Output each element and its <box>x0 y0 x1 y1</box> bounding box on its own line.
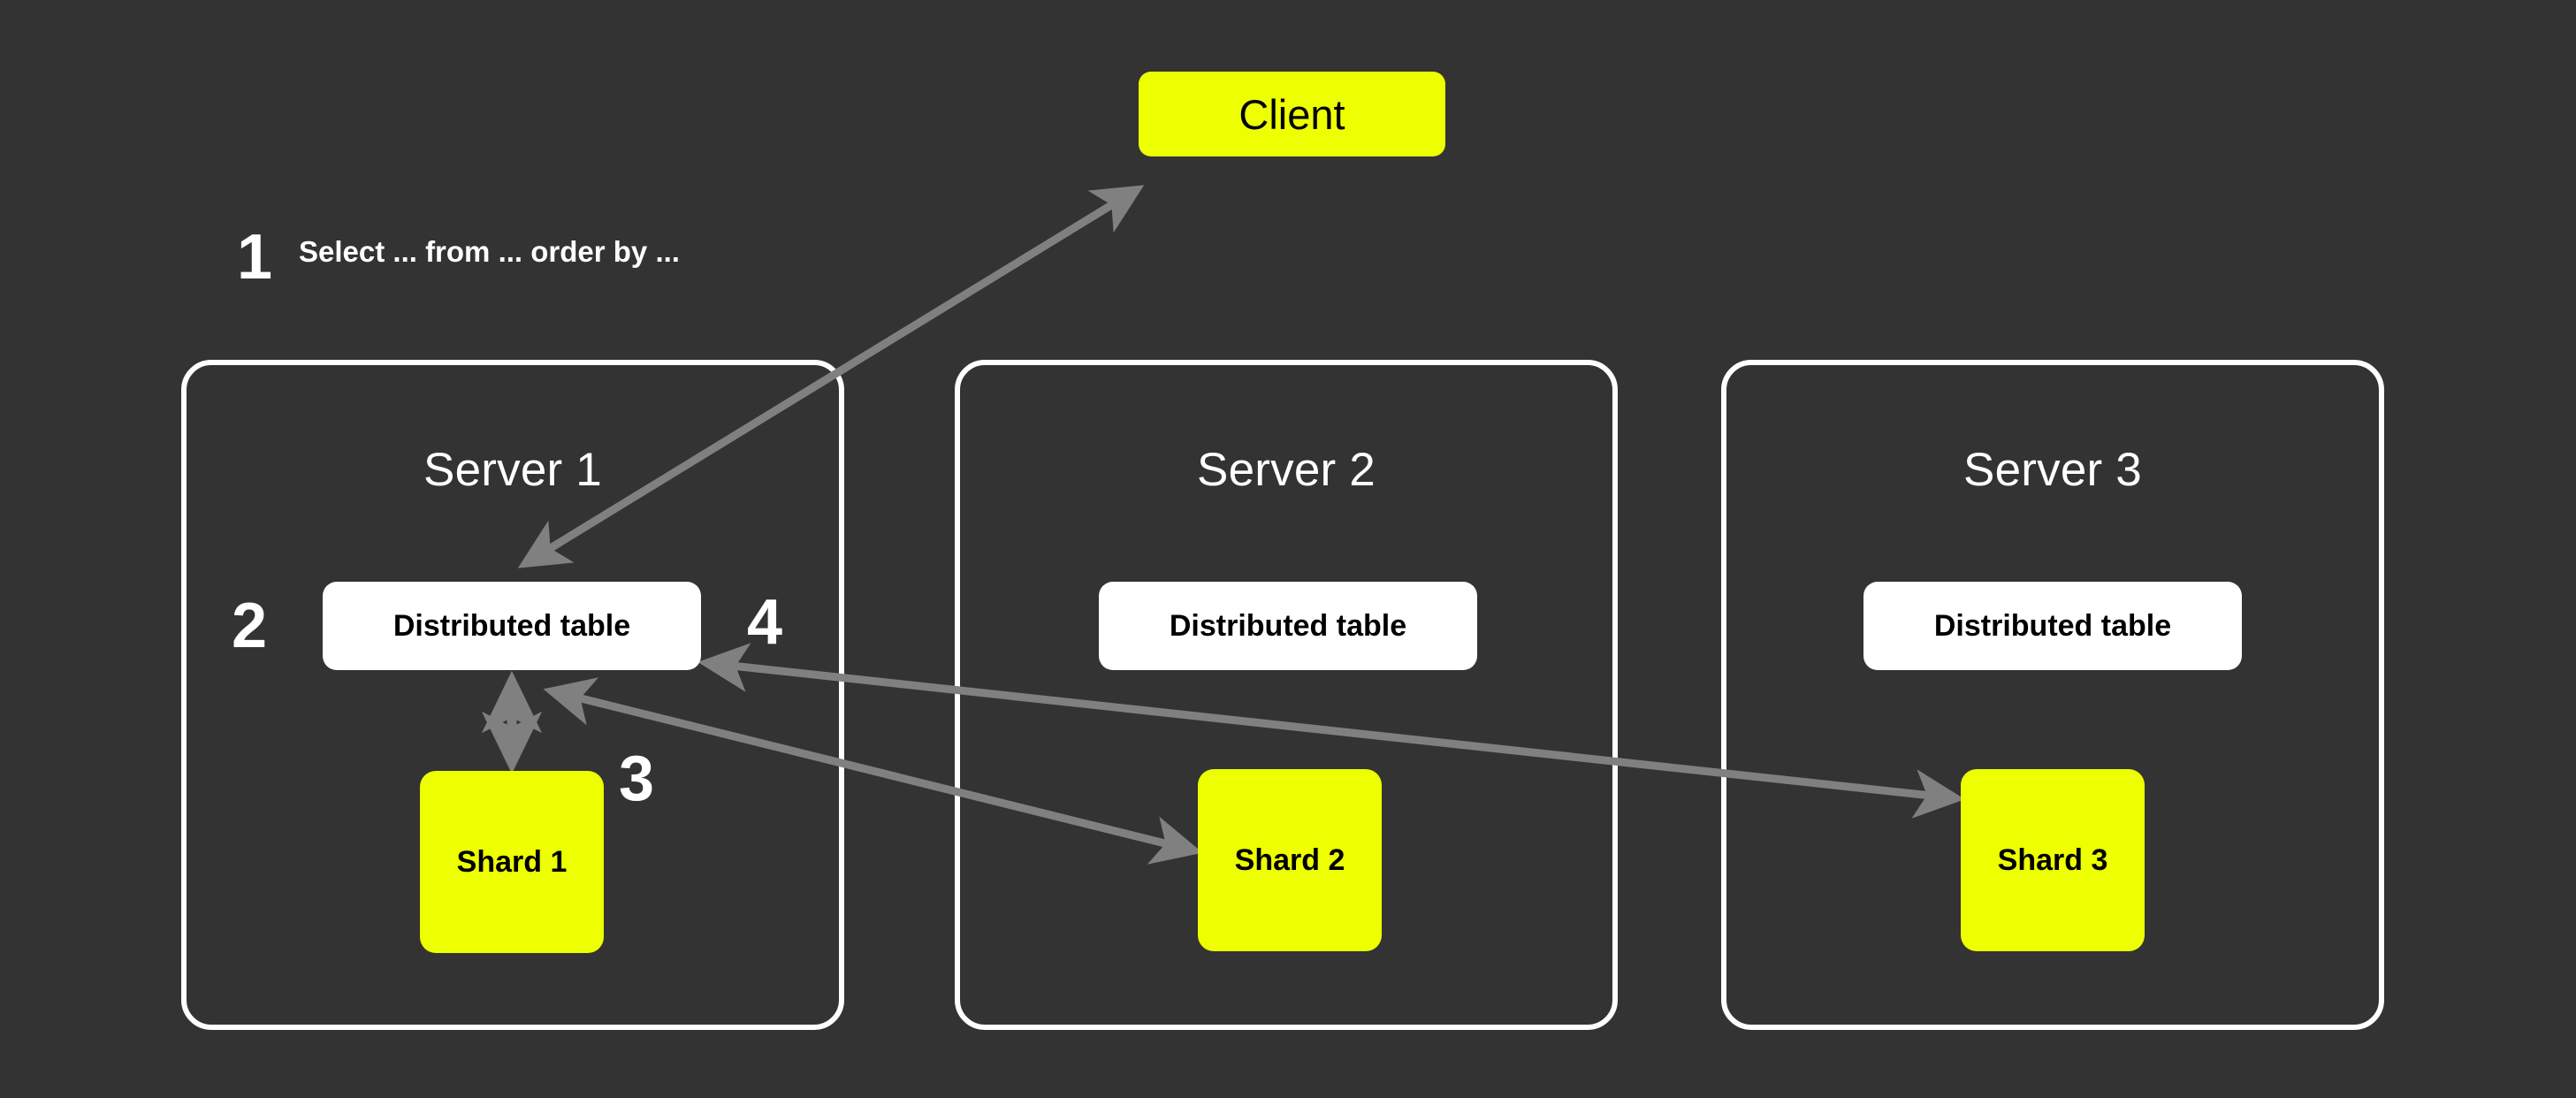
server-1-title: Server 1 <box>423 444 602 496</box>
step-number-3: 3 <box>619 743 655 814</box>
shard-3-label: Shard 3 <box>1997 843 2108 877</box>
distributed-table-server-3[interactable]: Distributed table <box>1863 582 2242 670</box>
step-number-4: 4 <box>747 587 783 658</box>
server-2-title: Server 2 <box>1197 444 1376 496</box>
shard-3-node[interactable]: Shard 3 <box>1961 769 2145 951</box>
step-number-1: 1 <box>237 222 273 293</box>
distributed-table-label: Distributed table <box>1169 609 1407 643</box>
distributed-table-label: Distributed table <box>1933 609 2172 643</box>
step-number-2: 2 <box>232 591 268 661</box>
server-3-title: Server 3 <box>1963 444 2142 496</box>
distributed-table-server-2[interactable]: Distributed table <box>1099 582 1477 670</box>
shard-2-node[interactable]: Shard 2 <box>1198 769 1382 951</box>
client-label: Client <box>1238 90 1345 138</box>
distributed-table-server-1[interactable]: Distributed table <box>323 582 701 670</box>
shard-2-label: Shard 2 <box>1234 843 1345 877</box>
distributed-table-label: Distributed table <box>392 609 631 643</box>
client-node[interactable]: Client <box>1139 72 1445 156</box>
query-annotation: Select ... from ... order by ... <box>299 235 680 268</box>
shard-1-node[interactable]: Shard 1 <box>420 771 604 953</box>
shard-1-label: Shard 1 <box>456 845 568 879</box>
